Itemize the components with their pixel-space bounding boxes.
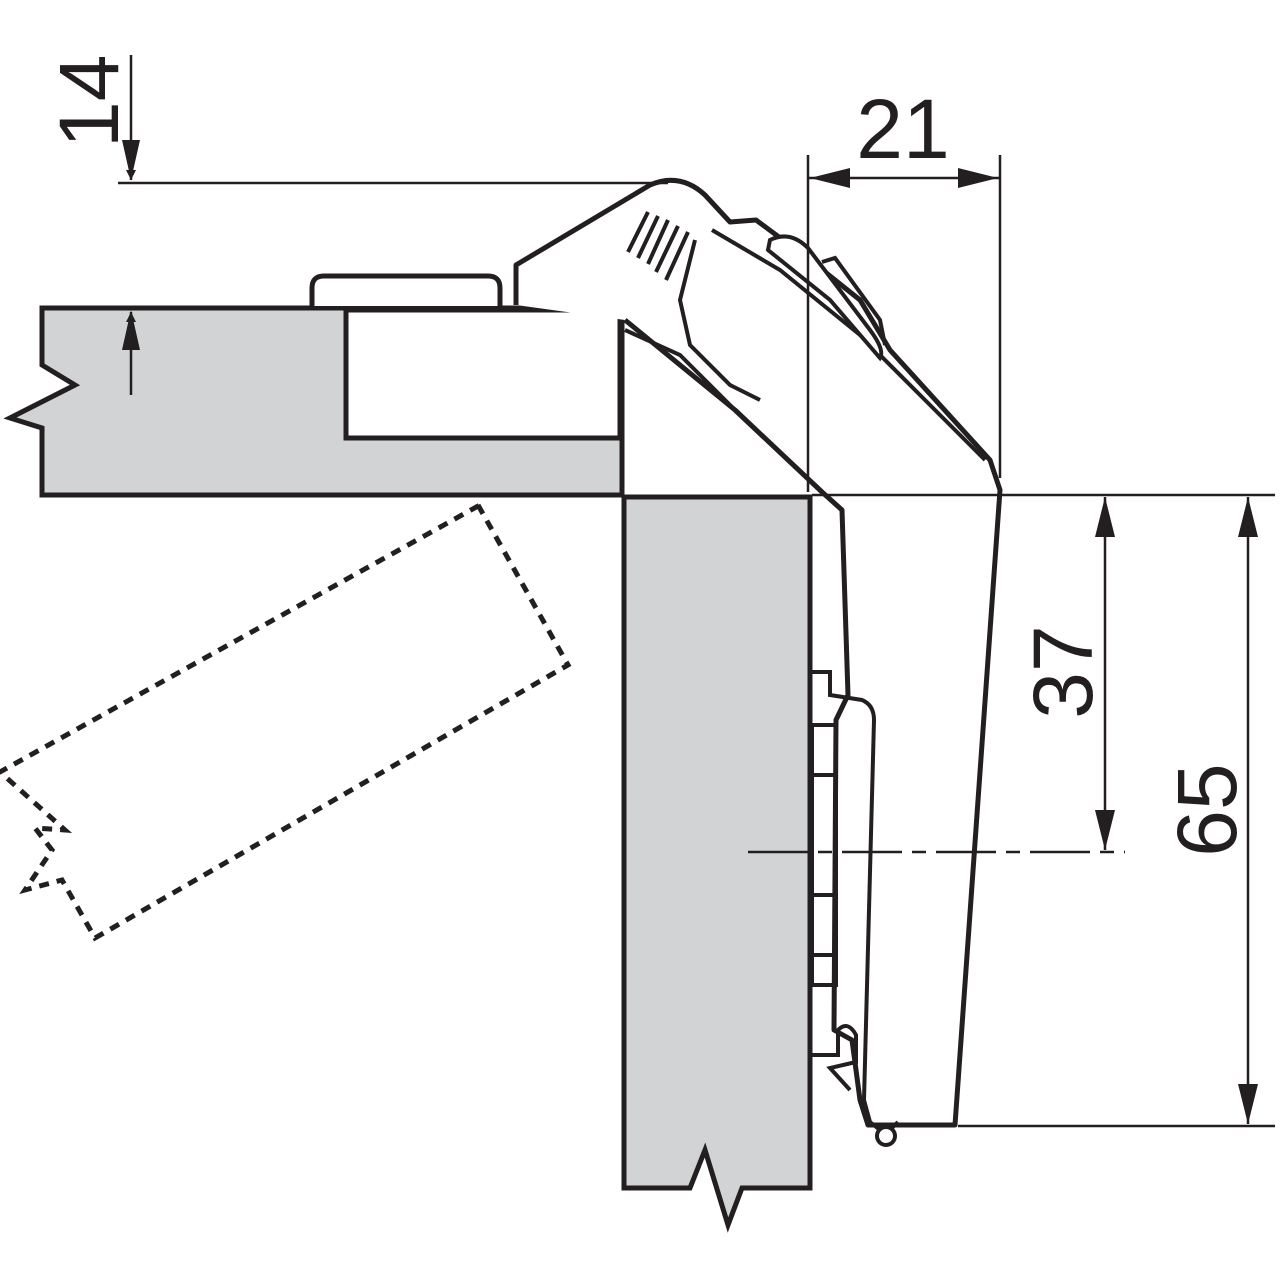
plate-hook xyxy=(812,1024,858,1092)
dimension-14: 14 xyxy=(42,55,140,395)
dimension-65-label: 65 xyxy=(1160,763,1254,856)
plate-screw-head xyxy=(875,1125,897,1147)
dimension-21-label: 21 xyxy=(856,82,949,176)
hinge-cover-cap xyxy=(765,234,884,362)
grip-ridges xyxy=(626,211,690,281)
hinge-cup-flange xyxy=(309,273,503,306)
mounting-plate xyxy=(812,670,900,1132)
hinge-clip xyxy=(821,255,887,346)
door-open-outline xyxy=(0,502,572,942)
hinge-cup-recess xyxy=(343,307,623,441)
extension-lines xyxy=(118,155,1275,1128)
dimension-65: 65 xyxy=(1160,497,1258,1124)
dimension-37-label: 37 xyxy=(1016,625,1110,718)
dimension-14-label: 14 xyxy=(42,55,136,148)
dimension-21: 21 xyxy=(808,82,1000,188)
door-panel xyxy=(621,494,813,1233)
dimension-37: 37 xyxy=(1016,497,1115,850)
mounting-plate-segments xyxy=(810,723,838,987)
